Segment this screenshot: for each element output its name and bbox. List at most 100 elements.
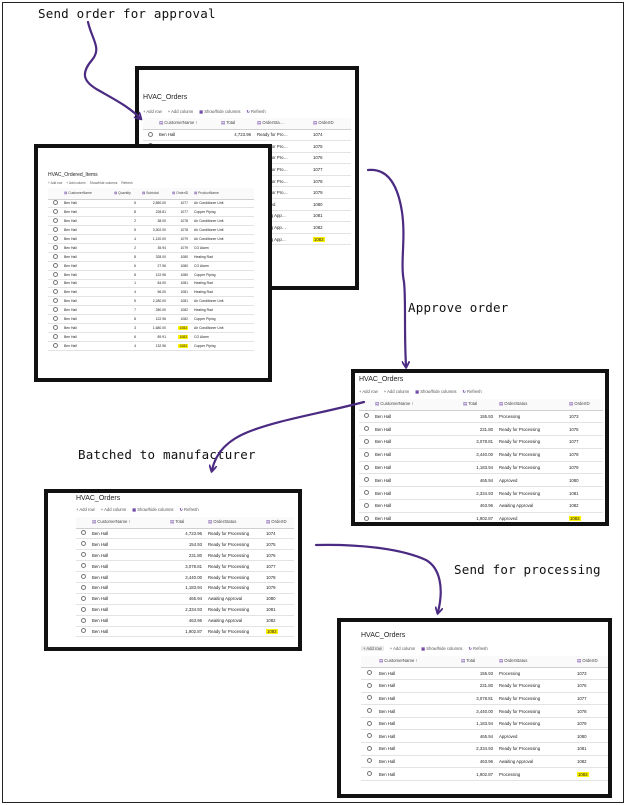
column-header[interactable]: ▤ Total xyxy=(168,517,206,529)
column-header[interactable]: ▤ Total xyxy=(461,399,497,411)
row-select-radio[interactable] xyxy=(363,413,369,419)
row-select-radio[interactable] xyxy=(363,464,369,470)
row-select-radio[interactable] xyxy=(52,253,58,259)
column-header[interactable]: ▤ Quantity xyxy=(112,188,140,200)
row-select-radio[interactable] xyxy=(80,595,86,601)
select-all-cell[interactable] xyxy=(76,517,90,529)
row-select-radio[interactable] xyxy=(80,574,86,579)
row-select-radio[interactable] xyxy=(366,708,372,714)
refresh-button[interactable]: ↻Refresh xyxy=(246,109,266,114)
row-select-radio[interactable] xyxy=(52,289,58,295)
row-select-radio[interactable] xyxy=(52,333,58,339)
row-select-radio[interactable] xyxy=(52,316,58,322)
refresh-button[interactable]: Refresh xyxy=(121,181,133,185)
add-row-button[interactable]: + Add row xyxy=(76,507,95,512)
row-select-radio[interactable] xyxy=(52,262,58,268)
row-select-radio[interactable] xyxy=(366,682,372,688)
select-all-cell[interactable] xyxy=(359,399,373,411)
row-select-radio[interactable] xyxy=(52,227,58,233)
show-hide-columns-button[interactable]: ▦Show/hide columns xyxy=(132,507,174,512)
row-select-radio[interactable] xyxy=(366,695,372,701)
row-select-radio[interactable] xyxy=(147,131,153,137)
row-select-radio[interactable] xyxy=(80,584,86,590)
add-column-button[interactable]: + Add column xyxy=(66,181,86,185)
row-select-radio[interactable] xyxy=(80,617,86,623)
column-header[interactable]: ▤ OrderStatus xyxy=(497,399,567,411)
refresh-button[interactable]: ↻Refresh xyxy=(468,646,488,651)
column-header[interactable]: ▤ OrderID xyxy=(575,656,608,668)
add-row-button[interactable]: + Add row xyxy=(143,109,162,114)
column-header[interactable]: ▤ Subtotal xyxy=(140,188,170,200)
row-select-radio[interactable] xyxy=(363,502,369,508)
show-hide-columns-button[interactable]: Show/hide columns xyxy=(89,181,118,185)
row-select-radio[interactable] xyxy=(52,298,58,304)
row-select-radio[interactable] xyxy=(80,563,86,569)
row-select-radio[interactable] xyxy=(80,552,86,558)
column-header[interactable]: ▤ ProductName xyxy=(192,188,254,200)
column-header[interactable]: ▤ OrderID xyxy=(170,188,192,200)
row-select-radio[interactable] xyxy=(363,426,369,432)
add-row-button[interactable]: + Add row xyxy=(48,181,63,185)
row-select-radio[interactable] xyxy=(363,451,369,457)
select-all-cell[interactable] xyxy=(48,188,62,200)
row-select-radio[interactable] xyxy=(366,670,372,676)
column-header[interactable]: ▤ OrderSta… xyxy=(255,118,311,130)
column-header[interactable]: ▤ CustomerName ↑ xyxy=(157,118,219,130)
column-header[interactable]: ▤ Total xyxy=(219,118,255,130)
row-select-radio[interactable] xyxy=(52,218,58,224)
add-row-button[interactable]: + Add row xyxy=(361,646,384,651)
row-select-radio[interactable] xyxy=(366,758,372,764)
row-select-radio[interactable] xyxy=(52,271,58,277)
column-header[interactable]: ▤ OrderID xyxy=(264,517,294,529)
row-select-radio[interactable] xyxy=(363,490,369,496)
column-header[interactable]: ▤ OrderID xyxy=(311,118,351,130)
row-select-radio[interactable] xyxy=(366,771,372,777)
add-row-button[interactable]: + Add row xyxy=(359,389,378,394)
refresh-button[interactable]: ↻Refresh xyxy=(462,389,482,394)
show-hide-columns-button[interactable]: ▦Show/hide columns xyxy=(415,389,457,394)
select-all-cell[interactable] xyxy=(361,656,377,668)
column-header[interactable]: ▤ OrderStatus xyxy=(206,517,264,529)
row-select-radio[interactable] xyxy=(52,342,58,348)
row-select-radio[interactable] xyxy=(80,628,86,634)
column-header[interactable]: ▤ CustomerName ↑ xyxy=(90,517,168,529)
row-select-radio[interactable] xyxy=(52,200,58,206)
column-header[interactable]: ▤ CustomerName xyxy=(62,188,112,200)
row-select-radio[interactable] xyxy=(52,324,58,330)
add-column-button[interactable]: + Add column xyxy=(389,646,416,651)
row-select-radio[interactable] xyxy=(80,541,86,547)
show-hide-columns-button[interactable]: ▦Show/hide columns xyxy=(421,646,463,651)
